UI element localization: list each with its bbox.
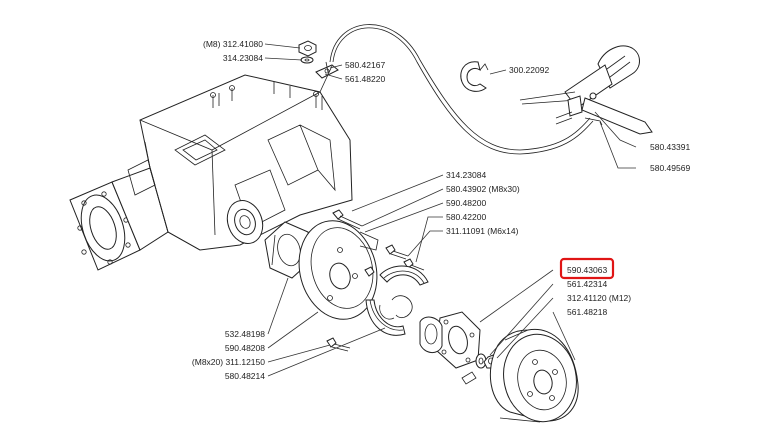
label-580-42167: 580.42167 bbox=[345, 60, 385, 70]
brake-handle-lever bbox=[519, 45, 653, 135]
bolt-m8x30 bbox=[332, 209, 363, 230]
label-580-42200: 580.42200 bbox=[446, 212, 486, 222]
label-590-48200: 590.48200 bbox=[446, 198, 486, 208]
label-314-23084-top: 314.23084 bbox=[223, 53, 263, 63]
label-561-48220: 561.48220 bbox=[345, 74, 385, 84]
cable-clamp-bracket bbox=[315, 61, 339, 79]
gearbox-housing bbox=[69, 74, 353, 271]
label-300-22092: 300.22092 bbox=[509, 65, 549, 75]
label-312-41080: (M8) 312.41080 bbox=[203, 39, 263, 49]
label-532-48198: 532.48198 bbox=[225, 329, 265, 339]
label-561-48218: 561.48218 bbox=[567, 307, 607, 317]
part-labels: (M8) 312.41080 314.23084 580.42167 561.4… bbox=[192, 39, 691, 381]
bolts-m6x14 bbox=[364, 244, 425, 277]
label-580-43391: 580.43391 bbox=[650, 142, 690, 152]
label-580-43902: 580.43902 (M8x30) bbox=[446, 184, 520, 194]
snap-clip bbox=[460, 61, 489, 92]
brake-cable bbox=[319, 24, 594, 155]
label-590-43063: 590.43063 bbox=[567, 265, 607, 275]
label-312-41120: 312.41120 (M12) bbox=[567, 293, 631, 303]
hub-flange bbox=[419, 311, 481, 369]
nut-and-washer-top bbox=[298, 40, 317, 64]
label-580-48214: 580.48214 bbox=[225, 371, 265, 381]
brake-backing-plate bbox=[298, 220, 379, 320]
label-561-42314: 561.42314 bbox=[567, 279, 607, 289]
label-314-23084-mid: 314.23084 bbox=[446, 170, 486, 180]
label-311-12150: (M8x20) 311.12150 bbox=[192, 357, 265, 367]
bolt-m8x20 bbox=[326, 337, 351, 352]
label-311-11091: 311.11091 (M6x14) bbox=[446, 226, 519, 236]
highlight-box bbox=[559, 257, 615, 280]
label-590-48208: 590.48208 bbox=[225, 343, 265, 353]
brake-shoes bbox=[365, 265, 429, 336]
leader-lines bbox=[264, 43, 637, 377]
brake-drum bbox=[489, 328, 579, 423]
label-580-49569: 580.49569 bbox=[650, 163, 690, 173]
